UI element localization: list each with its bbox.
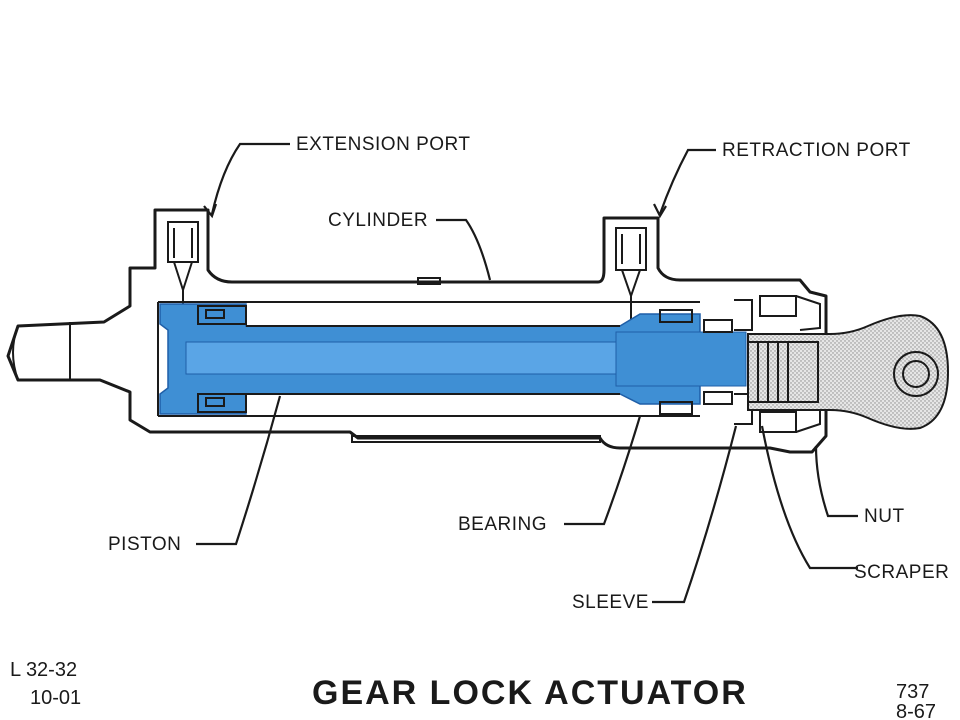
label-extension-port: EXTENSION PORT bbox=[296, 134, 471, 155]
diagram-title: GEAR LOCK ACTUATOR bbox=[312, 674, 748, 712]
label-retraction-port: RETRACTION PORT bbox=[722, 140, 911, 161]
hydraulic-fluid bbox=[159, 303, 747, 415]
footer: L 32-32 10-01 GEAR LOCK ACTUATOR 737 8-6… bbox=[10, 659, 936, 720]
bore-walls bbox=[157, 301, 700, 417]
rod-end-body bbox=[747, 314, 950, 430]
callout-labels: EXTENSION PORT RETRACTION PORT CYLINDER … bbox=[108, 134, 949, 613]
extension-port bbox=[167, 221, 199, 308]
left-end-fitting bbox=[12, 322, 71, 381]
label-bearing: BEARING bbox=[458, 514, 547, 535]
rod-end bbox=[747, 314, 950, 430]
label-sleeve: SLEEVE bbox=[572, 592, 649, 613]
leader-lines bbox=[196, 142, 858, 604]
doc-code-right-line-1: 737 bbox=[896, 681, 929, 703]
label-cylinder: CYLINDER bbox=[328, 210, 428, 231]
rod-end-eye-outer bbox=[893, 351, 939, 397]
rod-end-eye-inner bbox=[902, 360, 930, 388]
label-piston: PISTON bbox=[108, 534, 181, 555]
cylinder-body bbox=[6, 208, 828, 454]
piston-head bbox=[197, 305, 620, 413]
label-scraper: SCRAPER bbox=[854, 562, 949, 583]
doc-code-left-line-2: 10-01 bbox=[30, 687, 81, 709]
doc-code-right-line-2: 8-67 bbox=[896, 701, 936, 720]
doc-code-left-line-1: L 32-32 bbox=[10, 659, 77, 681]
label-nut: NUT bbox=[864, 506, 905, 527]
retraction-port bbox=[615, 227, 647, 320]
